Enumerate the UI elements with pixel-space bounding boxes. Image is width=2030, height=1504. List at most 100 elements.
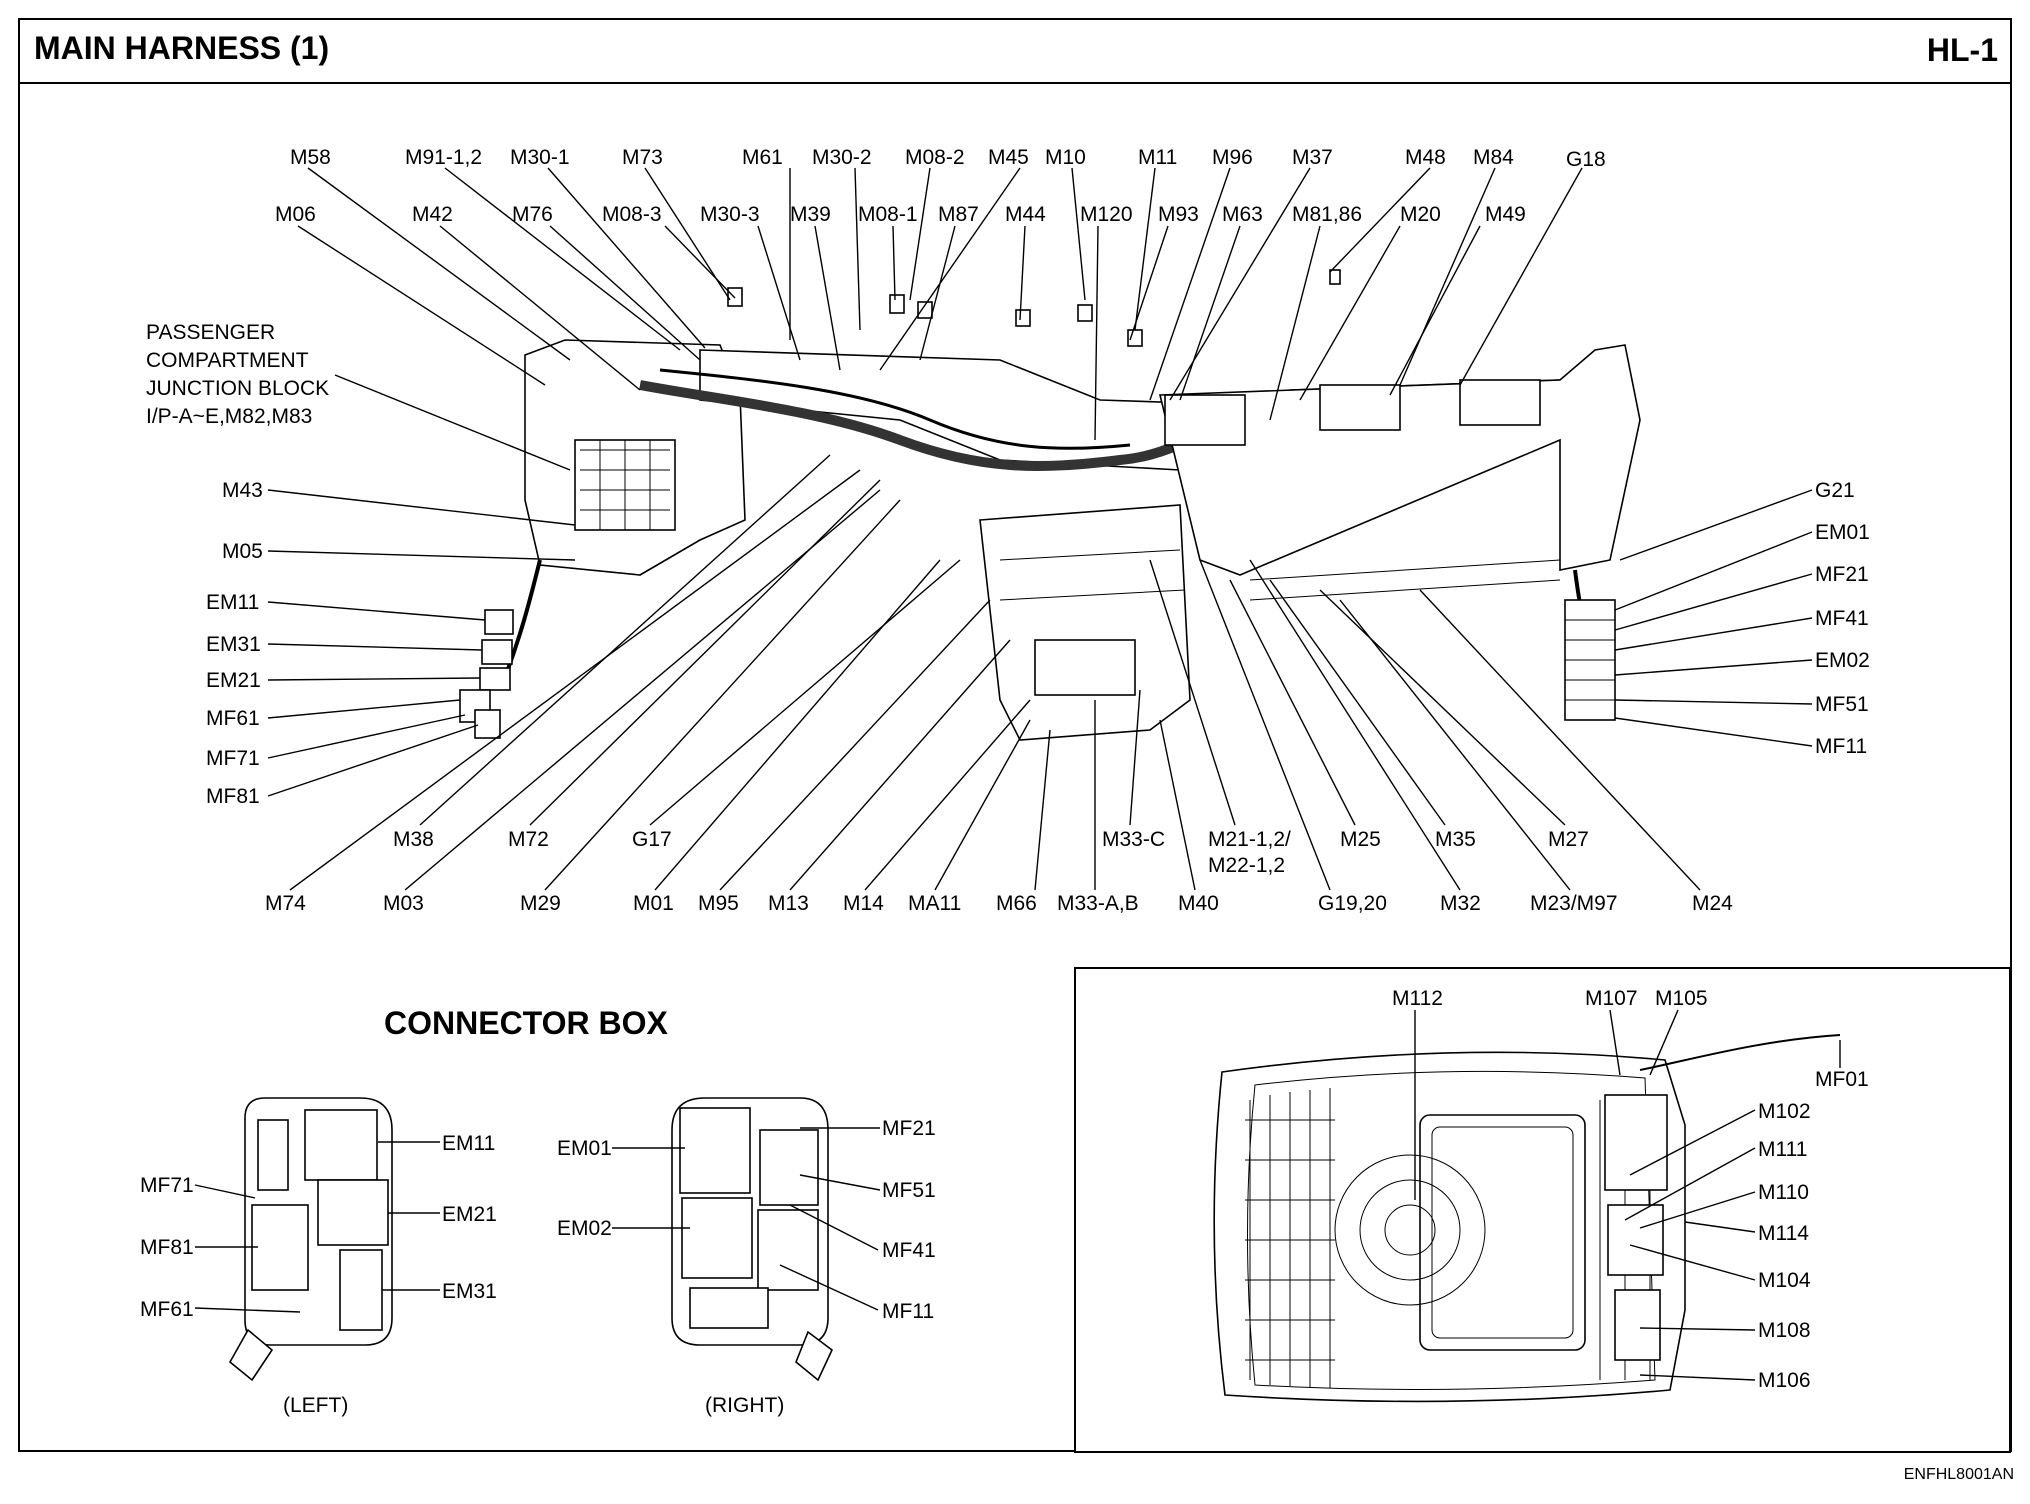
- label-mf11: MF11: [1815, 735, 1867, 758]
- label-m11: M11: [1138, 146, 1177, 169]
- label-m91: M91-1,2: [405, 146, 482, 169]
- page-title: MAIN HARNESS (1): [34, 30, 330, 66]
- roof-label-mf01: MF01: [1815, 1068, 1869, 1091]
- label-g19-20: G19,20: [1318, 892, 1387, 915]
- dashboard-frame-drawing: [459, 269, 1641, 741]
- label-m08-2: M08-2: [905, 146, 965, 169]
- label-m33ab: M33-A,B: [1057, 892, 1139, 915]
- cb-left-em21: EM21: [442, 1203, 497, 1226]
- roof-module-upper: [1604, 1094, 1668, 1191]
- connector-box-left-tab: [228, 1328, 274, 1382]
- roof-module-middle: [1607, 1204, 1664, 1276]
- label-m08-1: M08-1: [858, 203, 918, 226]
- main-labels: M58 M91-1,2 M30-1 M73 M61 M30-2 M08-2 M4…: [146, 146, 1870, 915]
- label-m22: M22-1,2: [1208, 854, 1285, 877]
- label-m48: M48: [1405, 146, 1446, 169]
- label-m30-2: M30-2: [812, 146, 872, 169]
- cb-left-em31: EM31: [442, 1280, 497, 1303]
- label-g21: G21: [1815, 479, 1855, 502]
- label-m21: M21-1,2/: [1208, 828, 1291, 851]
- label-m10: M10: [1045, 146, 1086, 169]
- label-m120: M120: [1080, 203, 1133, 226]
- label-mf71: MF71: [206, 747, 260, 770]
- label-m63: M63: [1222, 203, 1263, 226]
- roof-label-m110: M110: [1758, 1181, 1809, 1204]
- cb-right-mf51: MF51: [882, 1179, 936, 1202]
- label-m42: M42: [412, 203, 453, 226]
- label-m61: M61: [742, 146, 783, 169]
- cb-left-em11: EM11: [442, 1132, 495, 1155]
- label-m24: M24: [1692, 892, 1733, 915]
- header-bar: MAIN HARNESS (1) HL-1: [20, 20, 2010, 84]
- roof-label-m112: M112: [1392, 987, 1443, 1010]
- label-g17: G17: [632, 828, 672, 851]
- label-m29: M29: [520, 892, 561, 915]
- label-m43: M43: [222, 479, 263, 502]
- label-ma11: MA11: [908, 892, 961, 915]
- label-pcjb-line3: JUNCTION BLOCK: [146, 377, 329, 400]
- roof-label-m111: M111: [1758, 1138, 1807, 1161]
- label-m14: M14: [843, 892, 884, 915]
- leader-lines: [267, 167, 1813, 891]
- label-m76: M76: [512, 203, 553, 226]
- cb-left-caption: (LEFT): [283, 1394, 348, 1417]
- cb-right-em02: EM02: [557, 1217, 612, 1240]
- label-m33c: M33-C: [1102, 828, 1165, 851]
- label-em31: EM31: [206, 633, 261, 656]
- connector-box-left: EM11 EM21 EM31 MF71 MF81 MF61 (LEFT): [140, 1097, 497, 1417]
- roof-label-m108: M108: [1758, 1319, 1811, 1342]
- label-em01: EM01: [1815, 521, 1870, 544]
- label-pcjb-line1: PASSENGER: [146, 321, 275, 344]
- label-m03: M03: [383, 892, 424, 915]
- connector-box-right-tab: [795, 1330, 833, 1382]
- label-m39: M39: [790, 203, 831, 226]
- label-m66: M66: [996, 892, 1037, 915]
- diagram-frame: MAIN HARNESS (1) HL-1: [18, 18, 2012, 1452]
- roof-label-m104: M104: [1758, 1269, 1811, 1292]
- page-id: HL-1: [1926, 32, 1998, 68]
- cb-right-mf41: MF41: [882, 1239, 936, 1262]
- roof-label-m102: M102: [1758, 1100, 1811, 1123]
- label-m81-86: M81,86: [1292, 203, 1362, 226]
- label-m40: M40: [1178, 892, 1219, 915]
- cb-right-mf21: MF21: [882, 1117, 936, 1140]
- label-mf61: MF61: [206, 707, 260, 730]
- connector-box-right: EM01 EM02 MF21 MF51 MF41 MF11 (RIGHT): [557, 1097, 936, 1417]
- label-m30-1: M30-1: [510, 146, 570, 169]
- cb-right-caption: (RIGHT): [705, 1394, 784, 1417]
- label-m45: M45: [988, 146, 1029, 169]
- cb-right-mf11: MF11: [882, 1300, 934, 1323]
- label-em02: EM02: [1815, 649, 1870, 672]
- label-m32: M32: [1440, 892, 1481, 915]
- label-m93: M93: [1158, 203, 1199, 226]
- label-m44: M44: [1005, 203, 1046, 226]
- label-em11: EM11: [206, 591, 259, 614]
- label-mf51: MF51: [1815, 693, 1869, 716]
- label-m58: M58: [290, 146, 331, 169]
- label-m08-3: M08-3: [602, 203, 662, 226]
- label-m95: M95: [698, 892, 739, 915]
- cb-right-em01: EM01: [557, 1137, 612, 1160]
- label-em21: EM21: [206, 669, 261, 692]
- cb-left-mf61: MF61: [140, 1298, 194, 1321]
- label-mf21: MF21: [1815, 563, 1869, 586]
- label-m49: M49: [1485, 203, 1526, 226]
- roof-module-lower: [1614, 1289, 1661, 1361]
- cb-left-mf71: MF71: [140, 1174, 194, 1197]
- label-pcjb-line4: I/P-A~E,M82,M83: [146, 405, 312, 428]
- label-m84: M84: [1473, 146, 1514, 169]
- label-m30-3: M30-3: [700, 203, 760, 226]
- label-m23-m97: M23/M97: [1530, 892, 1618, 915]
- figure-code: ENFHL8001AN: [1903, 1466, 2014, 1483]
- roof-label-m106: M106: [1758, 1369, 1811, 1392]
- label-m01: M01: [633, 892, 674, 915]
- label-m73: M73: [622, 146, 663, 169]
- label-mf41: MF41: [1815, 607, 1869, 630]
- cb-left-mf81: MF81: [140, 1236, 194, 1259]
- label-m05: M05: [222, 540, 263, 563]
- label-m13: M13: [768, 892, 809, 915]
- label-m37: M37: [1292, 146, 1333, 169]
- label-m27: M27: [1548, 828, 1589, 851]
- roof-label-m114: M114: [1758, 1222, 1809, 1245]
